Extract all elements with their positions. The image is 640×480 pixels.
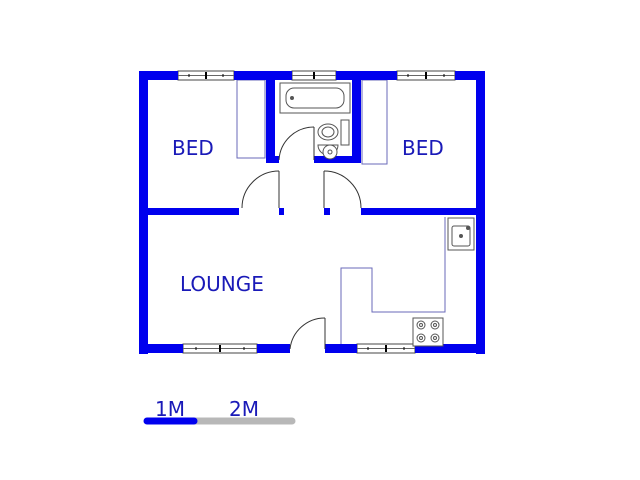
- door-entrance: [289, 317, 326, 350]
- door-left-bedroom: [241, 170, 280, 209]
- scale-bar: 1M 2M: [143, 397, 296, 425]
- scale-label-2m: 2M: [229, 397, 259, 421]
- wall-mid-4: [361, 208, 485, 215]
- wall-bottom-2: [257, 344, 290, 353]
- kitchen-counter: [340, 217, 446, 346]
- wall-bath-right: [352, 71, 361, 163]
- wall-top-3: [336, 71, 397, 80]
- wall-bottom-4: [415, 344, 485, 353]
- basin-icon: [317, 144, 339, 160]
- wall-mid-3: [324, 208, 330, 215]
- wall-top-4: [455, 71, 485, 80]
- stove-icon: [412, 317, 444, 347]
- window-top-left: [177, 70, 235, 81]
- wall-bath-left: [266, 71, 275, 163]
- wall-mid-1: [139, 208, 239, 215]
- left-bedroom-cupboard: [236, 79, 266, 159]
- room-label-bed-right: BED: [402, 136, 444, 160]
- wall-top-1: [139, 71, 178, 80]
- sink-icon: [447, 217, 475, 251]
- window-top-middle: [291, 70, 337, 81]
- bathroom-fixtures: [279, 82, 351, 160]
- door-right-bedroom: [323, 170, 362, 209]
- right-bedroom-cupboard: [361, 79, 388, 165]
- wall-bottom-1: [139, 344, 183, 353]
- walls: [139, 71, 485, 354]
- kitchen-fixtures: [412, 217, 475, 347]
- toilet-icon: [317, 119, 350, 146]
- door-bathroom: [278, 126, 315, 161]
- doors: [241, 126, 362, 350]
- window-bottom-right: [356, 343, 416, 354]
- room-label-lounge: LOUNGE: [180, 272, 264, 296]
- scale-label-1m: 1M: [155, 397, 185, 421]
- wall-mid-2: [279, 208, 284, 215]
- wall-bath-bottom-left: [266, 156, 279, 163]
- room-label-bed-left: BED: [172, 136, 214, 160]
- wall-bottom-3: [325, 344, 357, 353]
- window-bottom-left: [182, 343, 258, 354]
- wall-top-2: [234, 71, 292, 80]
- bathtub-icon: [279, 82, 351, 114]
- wall-bath-bottom-right: [314, 156, 361, 163]
- window-top-right: [396, 70, 456, 81]
